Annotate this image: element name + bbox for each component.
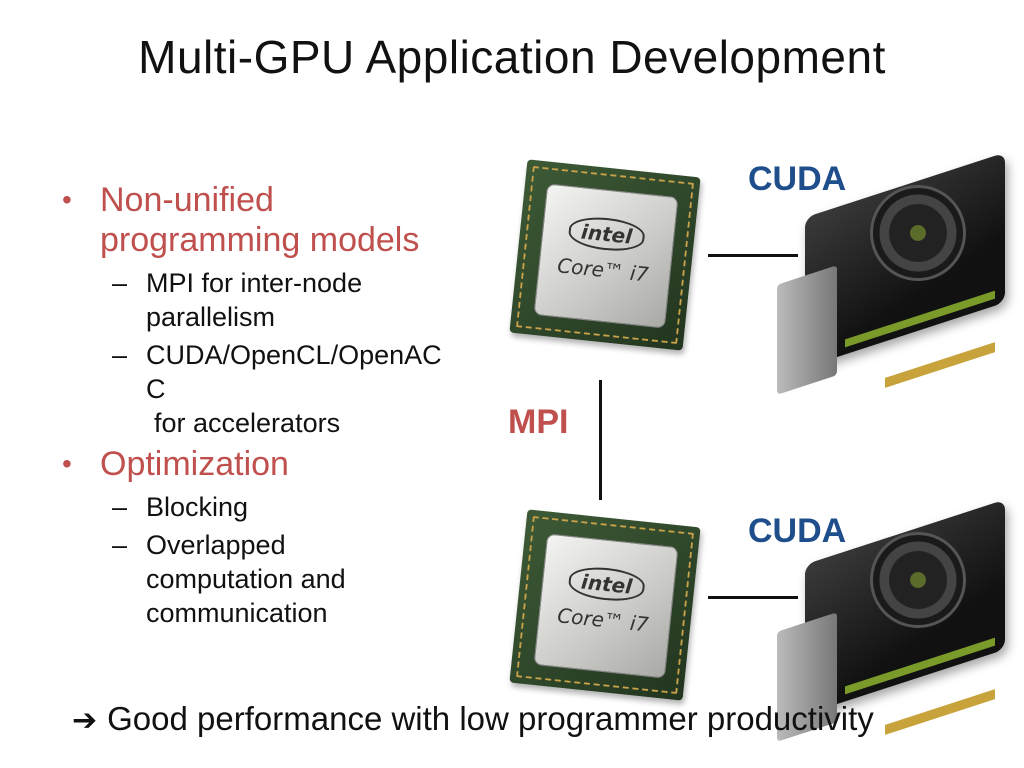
dash-icon: – [112,268,128,298]
footer-conclusion: ➔ Good performance with low programmer pr… [72,700,874,738]
bullet-non-unified: • Non-unified programming models [60,180,510,260]
bullet-dot-icon: • [62,184,72,215]
bullet-text-line: Non-unified [100,181,274,219]
intel-logo: intel [567,214,646,254]
sub-bullet-line: Blocking [146,492,249,522]
bullet-optimization: • Optimization [60,444,510,484]
bullet-text-line: Optimization [100,445,289,483]
sub-bullet-blocking: – Blocking [60,490,510,524]
sub-bullet-cuda: – CUDA/OpenCL/OpenAC C for accelerators [60,338,510,440]
bullet-list: • Non-unified programming models – MPI f… [60,180,510,634]
sub-bullet-line: C [146,374,166,404]
sub-bullet-line: for accelerators [154,408,341,438]
dash-icon: – [112,340,128,370]
sub-bullet-line: MPI for inter-node [146,268,363,298]
cpu-chip-icon: intel Core™ i7 [509,159,701,351]
cuda-label-top: CUDA [748,160,847,198]
slide-title: Multi-GPU Application Development [138,31,886,83]
sub-bullet-line: communication [146,598,328,628]
sub-bullet-line: computation and [146,564,346,594]
cpu-gpu-connector-bottom [708,596,798,599]
dash-icon: – [112,530,128,560]
intel-logo: intel [567,564,646,604]
gpu-card-icon [775,152,1015,395]
sub-bullet-line: Overlapped [146,530,286,560]
right-arrow-icon: ➔ [72,704,98,737]
sub-bullet-line: CUDA/OpenCL/OpenAC [146,340,442,370]
bullet-dot-icon: • [62,448,72,479]
sub-bullet-overlapped: – Overlapped computation and communicati… [60,528,510,630]
mpi-connector-vertical [599,380,602,500]
bullet-text-line: programming models [100,221,420,259]
cpu-gpu-connector-top [708,254,798,257]
sub-bullet-mpi: – MPI for inter-node parallelism [60,266,510,334]
cpu-chip-icon: intel Core™ i7 [509,509,701,701]
mpi-label: MPI [508,403,569,441]
sub-bullet-line: parallelism [146,302,276,332]
cuda-label-bottom: CUDA [748,512,847,550]
footer-text: Good performance with low programmer pro… [107,700,874,737]
dash-icon: – [112,492,128,522]
gpu-card-icon [775,499,1015,742]
